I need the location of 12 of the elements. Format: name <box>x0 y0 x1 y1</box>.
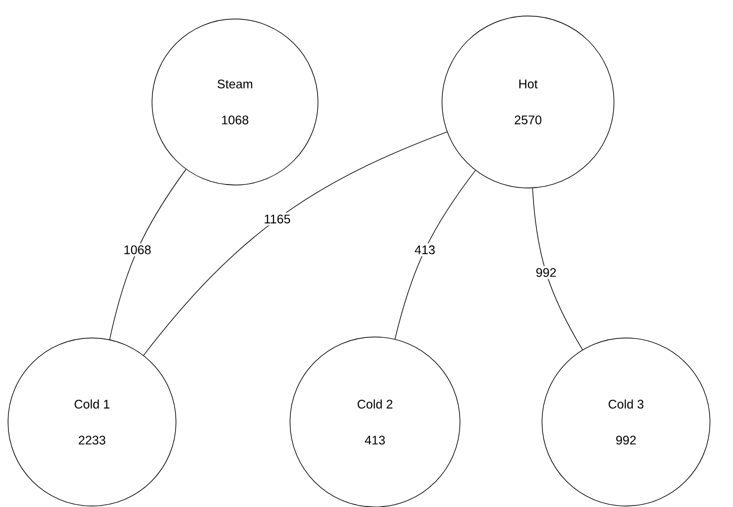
connector-line <box>109 169 186 340</box>
circle-node: Cold 3 992 <box>542 338 710 506</box>
edge-label: 992 <box>536 268 556 277</box>
edge-label: 1068 <box>124 245 151 254</box>
circle-node: Hot 2570 <box>442 16 614 188</box>
edge-label: 1165 <box>264 214 290 224</box>
connector-line <box>143 132 448 356</box>
edge-label: 413 <box>414 245 435 254</box>
connector-line <box>394 170 476 340</box>
circle-node: Steam 1068 <box>152 18 318 186</box>
circle-node: Cold 1 2233 <box>8 338 176 506</box>
connector-line <box>532 188 583 350</box>
